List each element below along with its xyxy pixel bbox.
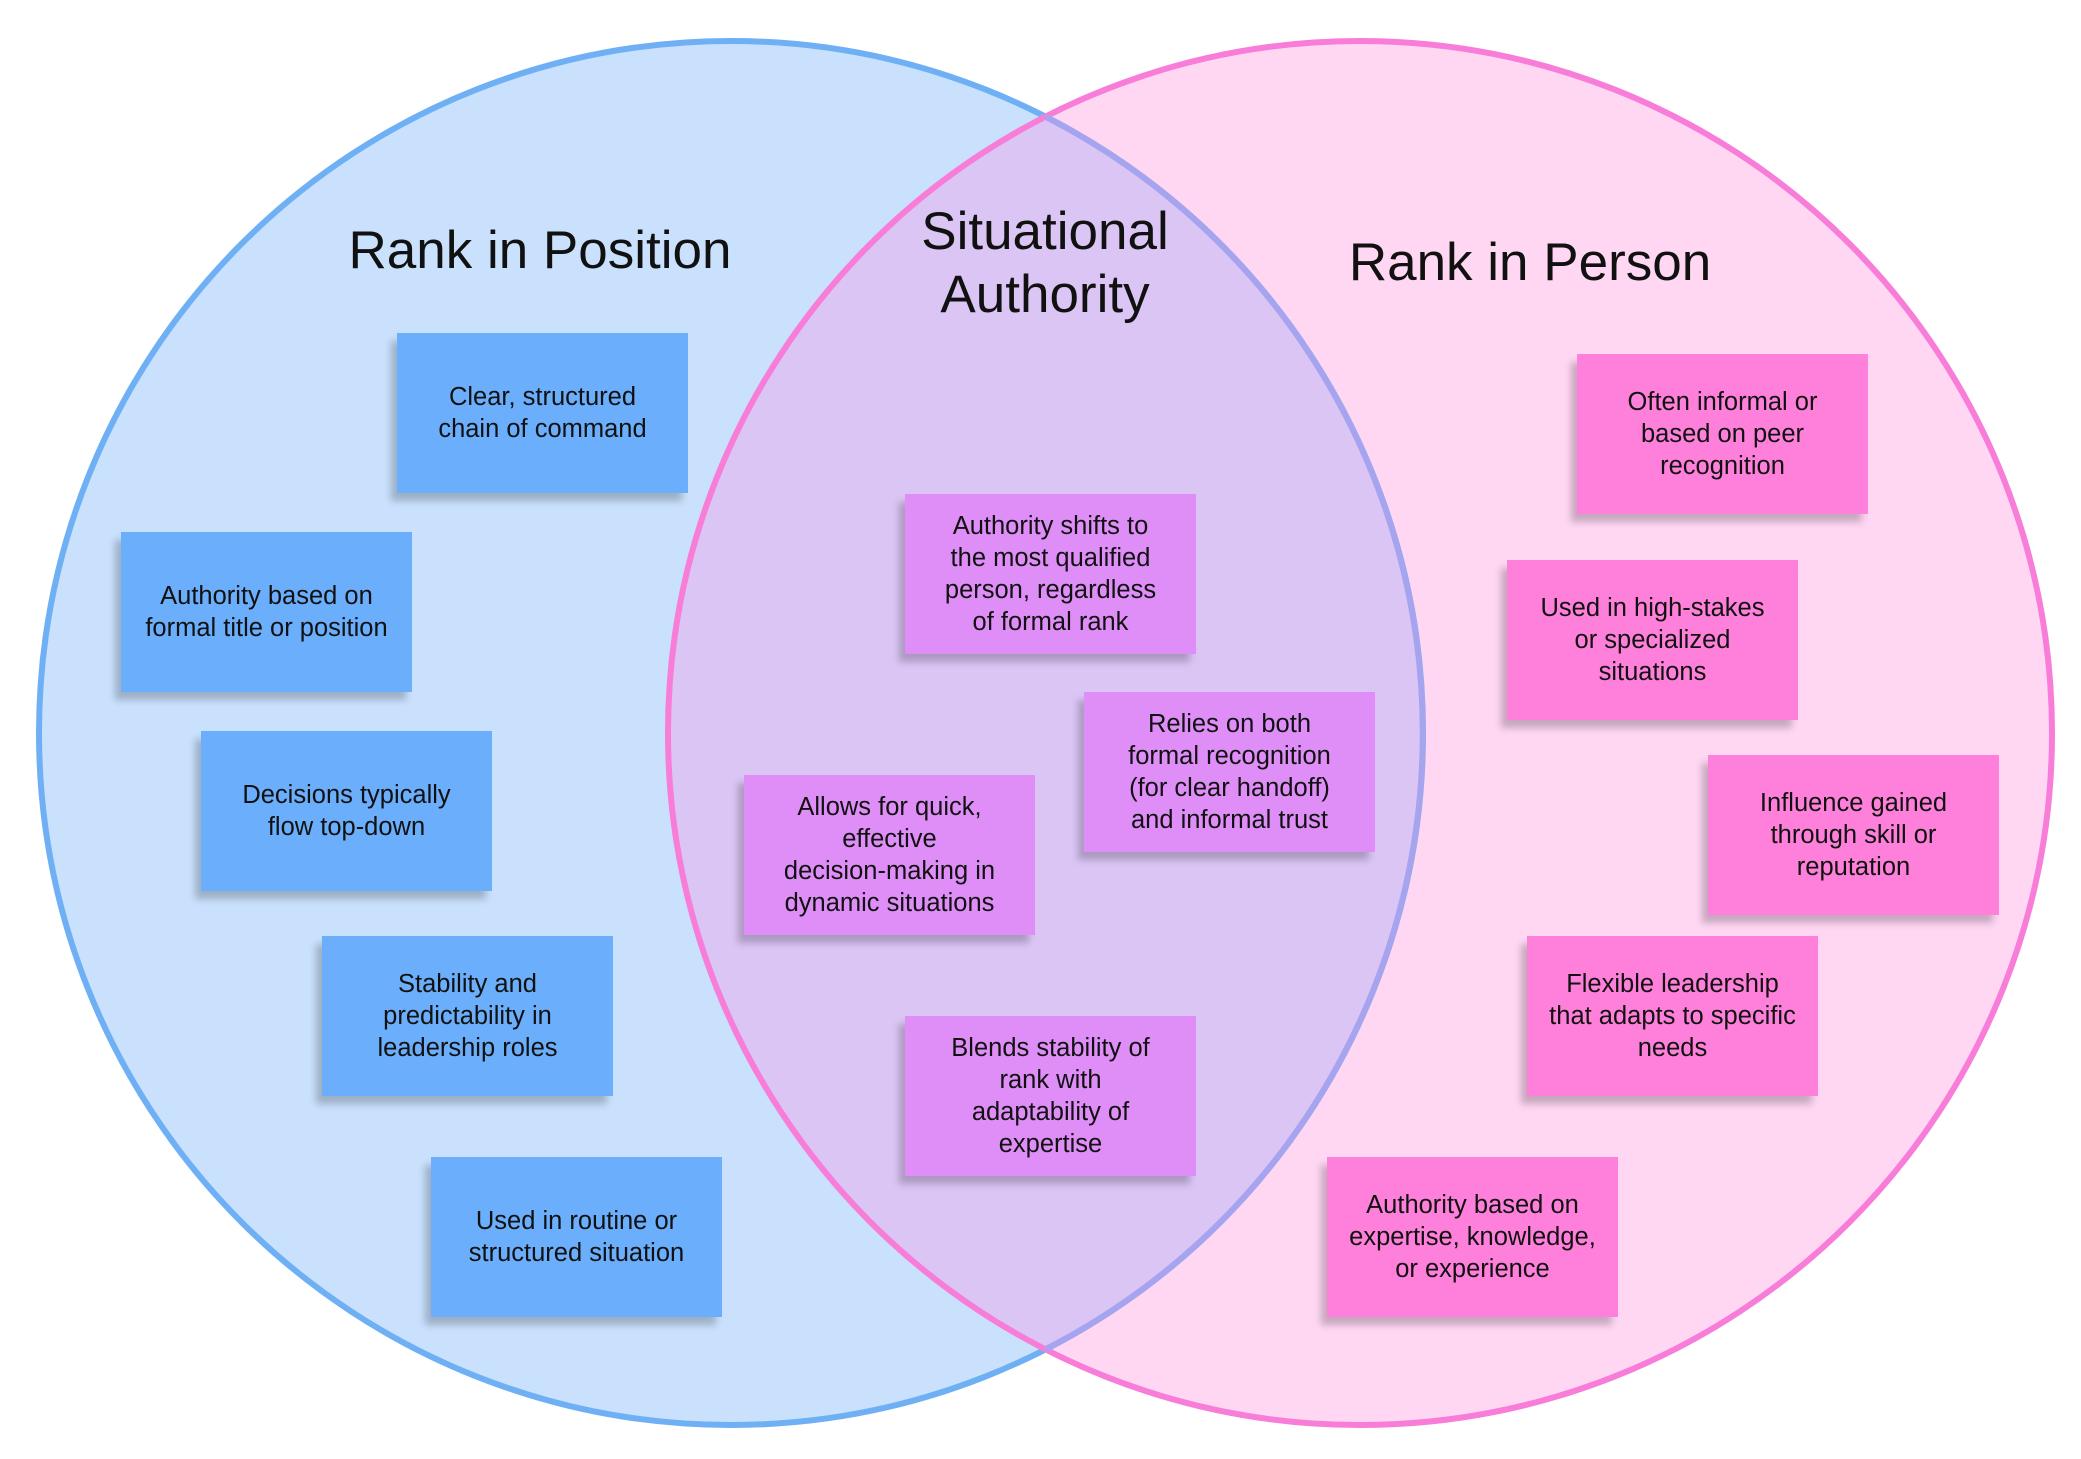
- sticky-note-relies-on-both: Relies on both formal recognition (for c…: [1084, 692, 1375, 852]
- rank-in-position-title: Rank in Position: [348, 221, 732, 280]
- sticky-note-quick-decisions: Allows for quick, effective decision-mak…: [744, 775, 1035, 935]
- sticky-note-skill-reputation: Influence gained through skill or reputa…: [1708, 755, 1999, 915]
- sticky-note-stability: Stability and predictability in leadersh…: [322, 936, 613, 1096]
- sticky-note-formal-title: Authority based on formal title or posit…: [121, 532, 412, 692]
- sticky-note-high-stakes: Used in high-stakes or specialized situa…: [1507, 560, 1798, 720]
- sticky-note-routine: Used in routine or structured situation: [431, 1157, 722, 1317]
- overlap-arc-right: [1044, 114, 1426, 1352]
- rank-in-person-title: Rank in Person: [1348, 233, 1712, 292]
- sticky-note-chain-of-command: Clear, structured chain of command: [397, 333, 688, 493]
- sticky-note-peer-recognition: Often informal or based on peer recognit…: [1577, 354, 1868, 514]
- rank-in-person-circle-outline: [665, 38, 2055, 1428]
- sticky-note-blends-stability: Blends stability of rank with adaptabili…: [905, 1016, 1196, 1176]
- sticky-note-expertise: Authority based on expertise, knowledge,…: [1327, 1157, 1618, 1317]
- sticky-note-authority-shifts: Authority shifts to the most qualified p…: [905, 494, 1196, 654]
- sticky-note-top-down: Decisions typically flow top-down: [201, 731, 492, 891]
- situational-authority-title: Situational Authority: [921, 202, 1169, 324]
- sticky-note-flexible-leadership: Flexible leadership that adapts to speci…: [1527, 936, 1818, 1096]
